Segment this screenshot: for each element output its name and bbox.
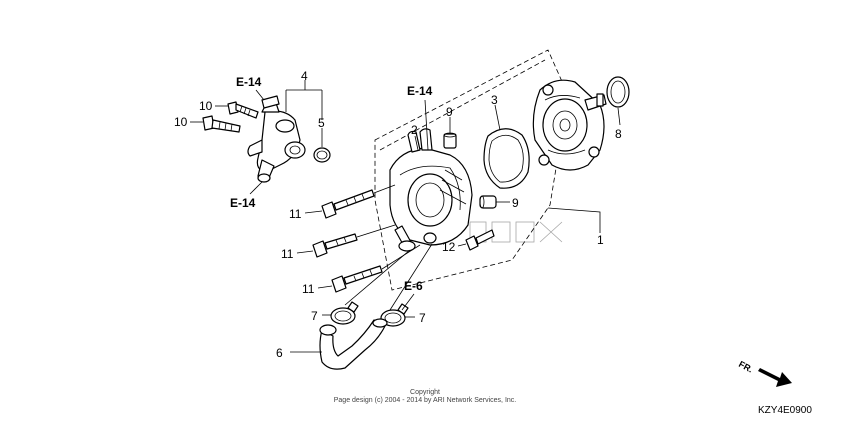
pump-cover bbox=[532, 79, 607, 171]
reference-e14-center: E-14 bbox=[407, 84, 433, 98]
callout-2: 2 bbox=[411, 123, 418, 137]
callout-10-lower: 10 bbox=[174, 115, 188, 129]
reference-arrow-e14-top bbox=[255, 89, 265, 101]
leader-lines bbox=[190, 80, 621, 353]
assembly-outline bbox=[374, 49, 569, 291]
assembly-outline-ghost bbox=[379, 59, 546, 151]
bolt-11-middle bbox=[312, 233, 358, 258]
callout-12: 12 bbox=[442, 240, 456, 254]
callout-11-lower: 11 bbox=[302, 282, 315, 296]
water-pump-body bbox=[389, 128, 473, 252]
dowel-pin-9-upper bbox=[443, 133, 457, 149]
callout-11-upper: 11 bbox=[289, 207, 302, 221]
gasket-3 bbox=[483, 128, 530, 189]
hose-clamp-7-left bbox=[330, 301, 359, 325]
copyright-line-1: Copyright bbox=[410, 389, 440, 396]
callout-7-left: 7 bbox=[311, 309, 318, 323]
dowel-pin-9-lower bbox=[479, 195, 497, 209]
reference-e6: E-6 bbox=[404, 279, 423, 293]
callout-8: 8 bbox=[615, 127, 622, 141]
water-pipe-fitting bbox=[247, 95, 306, 183]
reference-arrow-e14-bottom bbox=[249, 181, 263, 195]
diagram-code: KZY4E0900 bbox=[758, 405, 812, 416]
bolt-10-upper bbox=[227, 101, 259, 119]
front-direction-label: FR. bbox=[737, 359, 754, 375]
reference-e14-top-left: E-14 bbox=[236, 75, 262, 89]
callout-5: 5 bbox=[318, 116, 325, 130]
reference-e14-bottom-left: E-14 bbox=[230, 196, 256, 210]
bolt-10-lower bbox=[202, 115, 241, 133]
bolt-11-upper bbox=[321, 189, 375, 219]
callout-4: 4 bbox=[301, 69, 308, 83]
callout-10-upper: 10 bbox=[199, 99, 213, 113]
reference-arrow-e6 bbox=[401, 293, 415, 311]
o-ring-8 bbox=[606, 76, 630, 108]
callout-11-middle: 11 bbox=[281, 247, 294, 261]
bolt-12 bbox=[465, 229, 495, 251]
callout-3: 3 bbox=[491, 93, 498, 107]
bolt-11-lower bbox=[331, 265, 383, 293]
callout-9-lower: 9 bbox=[512, 196, 519, 210]
o-ring-5 bbox=[313, 147, 331, 163]
copyright-line-2: Page design (c) 2004 - 2014 by ARI Netwo… bbox=[333, 397, 517, 404]
front-direction-arrow-icon bbox=[758, 368, 792, 387]
front-direction-indicator: FR. bbox=[737, 359, 792, 387]
callout-6: 6 bbox=[276, 346, 283, 360]
water-hose-6 bbox=[319, 319, 386, 370]
callout-7-right: 7 bbox=[419, 311, 426, 325]
callout-9-upper: 9 bbox=[446, 105, 453, 119]
callout-1: 1 bbox=[597, 233, 604, 247]
